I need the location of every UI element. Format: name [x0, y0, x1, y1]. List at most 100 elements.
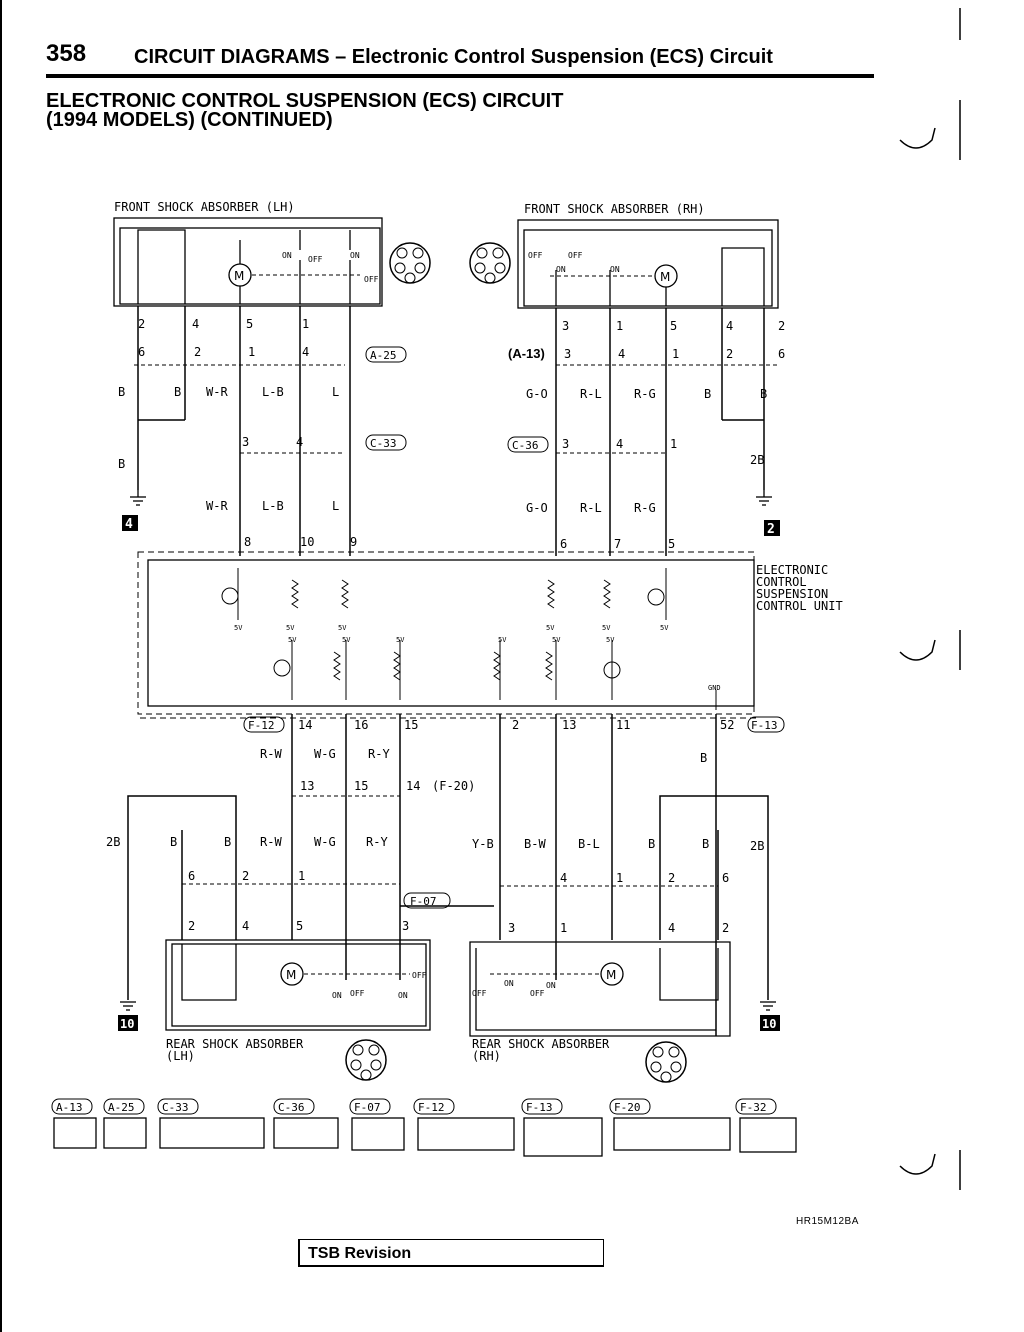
rr-pin-3: 3	[508, 921, 515, 935]
wire-rr-b-2: B	[702, 837, 709, 851]
ecu-5v-6: 5V	[660, 624, 669, 632]
f32-pin-1: 1	[616, 871, 623, 885]
fr-a13-pin-1: 1	[672, 347, 679, 361]
wire-fl-b-2: B	[174, 385, 181, 399]
svg-text:A-25: A-25	[370, 349, 397, 362]
svg-text:C-36: C-36	[278, 1101, 305, 1114]
ecu-box	[137, 551, 755, 715]
ground-4-label: 4	[125, 517, 133, 532]
f32-pin-2: 2	[668, 871, 675, 885]
wire-rl-2b: 2B	[106, 835, 120, 849]
front-rh-label: FRONT SHOCK ABSORBER (RH)	[524, 202, 705, 216]
front-rh-switch-on-1: ON	[556, 265, 566, 274]
f07-pin-1: 1	[298, 869, 305, 883]
ecu-5v-3: 5V	[338, 624, 347, 632]
conn-tag-a25: A-25	[365, 346, 407, 363]
tsb-revision-label: TSB Revision	[308, 1245, 412, 1262]
front-rh-switch-off-1: OFF	[528, 251, 543, 260]
section-title-line1: ELECTRONIC CONTROL SUSPENSION (ECS) CIRC…	[46, 90, 564, 112]
ecu-5v-7: 5V	[288, 636, 297, 644]
ground-2-badge	[764, 520, 780, 536]
front-lh-switch-off-1: OFF	[308, 255, 323, 264]
fr-c36-pin-3: 3	[562, 437, 569, 451]
svg-text:F-13: F-13	[751, 719, 778, 732]
rear-lh-off-1: OFF	[412, 971, 427, 980]
wire-rl-rw: R-W	[260, 747, 282, 761]
wire-fl-wr-2: W-R	[206, 499, 228, 513]
rear-rh-label-line2: (RH)	[472, 1049, 501, 1063]
rear-lh-label-line2: (LH)	[166, 1049, 195, 1063]
rear-lh-shock-box	[165, 939, 431, 1031]
svg-text:M: M	[286, 968, 296, 982]
fl-a25-pin-1: 1	[248, 345, 255, 359]
wire-fl-b-3: B	[118, 457, 125, 471]
fr-pin-2: 2	[778, 319, 785, 333]
rr-pin-1: 1	[560, 921, 567, 935]
rear-lh-ground	[120, 1001, 136, 1011]
ecu-5v-2: 5V	[286, 624, 295, 632]
header-rule	[46, 74, 874, 78]
wire-rl-wg-2: W-G	[314, 835, 336, 849]
ecu-5v-12: 5V	[606, 636, 615, 644]
wire-rl-rw-2: R-W	[260, 835, 282, 849]
fl-c33-pin-4: 4	[296, 435, 303, 449]
ecu-label-line2: CONTROL	[756, 575, 807, 589]
wire-rl-b-1: B	[170, 835, 177, 849]
fr-pin-4: 4	[726, 319, 733, 333]
front-rh-switch-on-2: ON	[610, 265, 620, 274]
front-rh-shock-box	[517, 219, 779, 309]
rl-pin-5: 5	[296, 919, 303, 933]
wire-fl-l: L	[332, 385, 339, 399]
ecu-pin-7: 7	[614, 537, 621, 551]
svg-text:C-36: C-36	[512, 439, 539, 452]
fl-a25-pin-4: 4	[302, 345, 309, 359]
rear-rh-label-line1: REAR SHOCK ABSORBER	[472, 1037, 610, 1051]
wire-rl-b-2: B	[224, 835, 231, 849]
svg-text:F-32: F-32	[740, 1101, 767, 1114]
page-number: 358	[46, 40, 87, 67]
wire-rr-b-1: B	[648, 837, 655, 851]
ecu-pin-16: 16	[354, 718, 368, 732]
svg-text:F-07: F-07	[410, 895, 437, 908]
front-rh-motor: M	[550, 264, 678, 288]
wire-rr-bw: B-W	[524, 837, 546, 851]
fr-a13-pin-2: 2	[726, 347, 733, 361]
svg-text:F-12: F-12	[248, 719, 275, 732]
wire-rl-ry: R-Y	[368, 747, 390, 761]
ground-2-label: 2	[767, 522, 775, 537]
front-lh-ground	[130, 490, 146, 506]
fr-pin-1: 1	[616, 319, 623, 333]
margin-marks	[899, 8, 961, 1190]
svg-text:F-07: F-07	[354, 1101, 381, 1114]
wire-fr-b-2: B	[760, 387, 767, 401]
figure-code: HR15M12BA	[796, 1216, 859, 1227]
rear-lh-label-line1: REAR SHOCK ABSORBER	[166, 1037, 304, 1051]
ecu-5v-1: 5V	[234, 624, 243, 632]
ecu-pin-10: 10	[300, 535, 314, 549]
fl-a25-pin-2: 2	[194, 345, 201, 359]
fl-c33-pin-3: 3	[242, 435, 249, 449]
rr-pin-4: 4	[668, 921, 675, 935]
f07-pin-2: 2	[242, 869, 249, 883]
f20-pin-14: 14	[406, 779, 420, 793]
wire-fr-b-1: B	[704, 387, 711, 401]
f32-pin-4: 4	[560, 871, 567, 885]
ground-4-badge	[122, 515, 138, 531]
front-lh-motor: M	[228, 263, 360, 287]
conn-tag-c36: C-36	[507, 436, 549, 453]
wire-fr-rg-2: R-G	[634, 501, 656, 515]
ecu-gnd-label: GND	[708, 684, 721, 692]
wire-fr-rl: R-L	[580, 387, 602, 401]
ecu-pin-5: 5	[668, 537, 675, 551]
front-lh-connector-face	[389, 242, 431, 284]
ecu-pin-2: 2	[512, 718, 519, 732]
front-rh-wiring	[555, 308, 780, 556]
rear-lh-off-2: OFF	[350, 989, 365, 998]
rear-rh-ground	[760, 1001, 776, 1011]
svg-text:C-33: C-33	[162, 1101, 189, 1114]
front-lh-label: FRONT SHOCK ABSORBER (LH)	[114, 200, 295, 214]
rear-rh-on-1: ON	[504, 979, 514, 988]
wire-rr-bl: B-L	[578, 837, 600, 851]
rl-pin-2: 2	[188, 919, 195, 933]
ecu-5v-8: 5V	[342, 636, 351, 644]
